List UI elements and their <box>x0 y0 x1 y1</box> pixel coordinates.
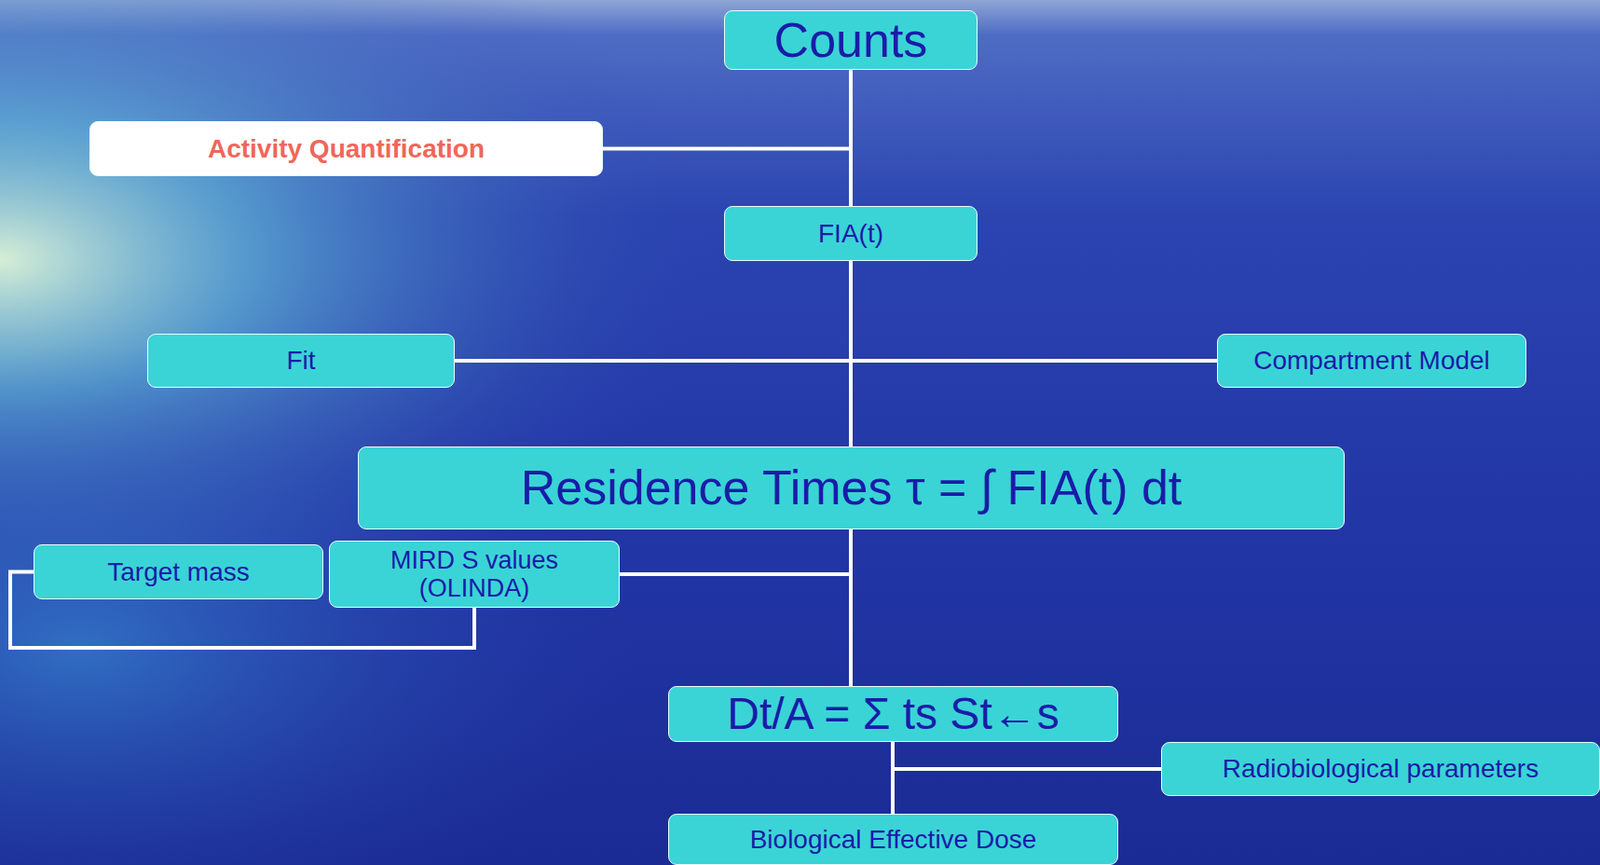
svalues-box: MIRD S values (OLINDA) <box>328 540 620 608</box>
box-label: Biological Effective Dose <box>750 824 1038 854</box>
process-box: FIA(t) <box>724 205 978 261</box>
box-label: Residence Times τ = ∫ FIA(t) dt <box>520 460 1183 515</box>
box-label: MIRD S values (OLINDA) <box>339 546 610 602</box>
connector-line <box>892 768 1162 814</box>
parameters-box: Radiobiological parameters <box>1161 741 1600 796</box>
box-label: Activity Quantification <box>207 134 485 164</box>
result-box: Biological Effective Dose <box>668 813 1119 865</box>
box-label: Target mass <box>107 557 250 587</box>
mass-box: Target mass <box>33 544 324 600</box>
box-label: Fit <box>286 345 315 375</box>
box-label: Radiobiological parameters <box>1222 753 1539 783</box>
box-label: FIA(t) <box>818 218 884 248</box>
residence-box: Residence Times τ = ∫ FIA(t) dt <box>357 446 1345 530</box>
counts-box: Counts <box>724 10 978 70</box>
connector-line <box>602 149 851 207</box>
method-box: Fit <box>147 333 455 388</box>
quantification-box: Activity Quantification <box>89 121 603 177</box>
method-box: Compartment Model <box>1217 333 1527 388</box>
connector-line <box>454 360 851 447</box>
connector-line <box>850 360 1218 447</box>
connector-line <box>619 574 851 686</box>
dose-formula-box: Dt/A = Σ ts St←s <box>668 685 1119 742</box>
box-label: Counts <box>774 13 929 68</box>
box-label: Compartment Model <box>1253 345 1491 375</box>
box-label: Dt/A = Σ ts St←s <box>726 688 1059 739</box>
